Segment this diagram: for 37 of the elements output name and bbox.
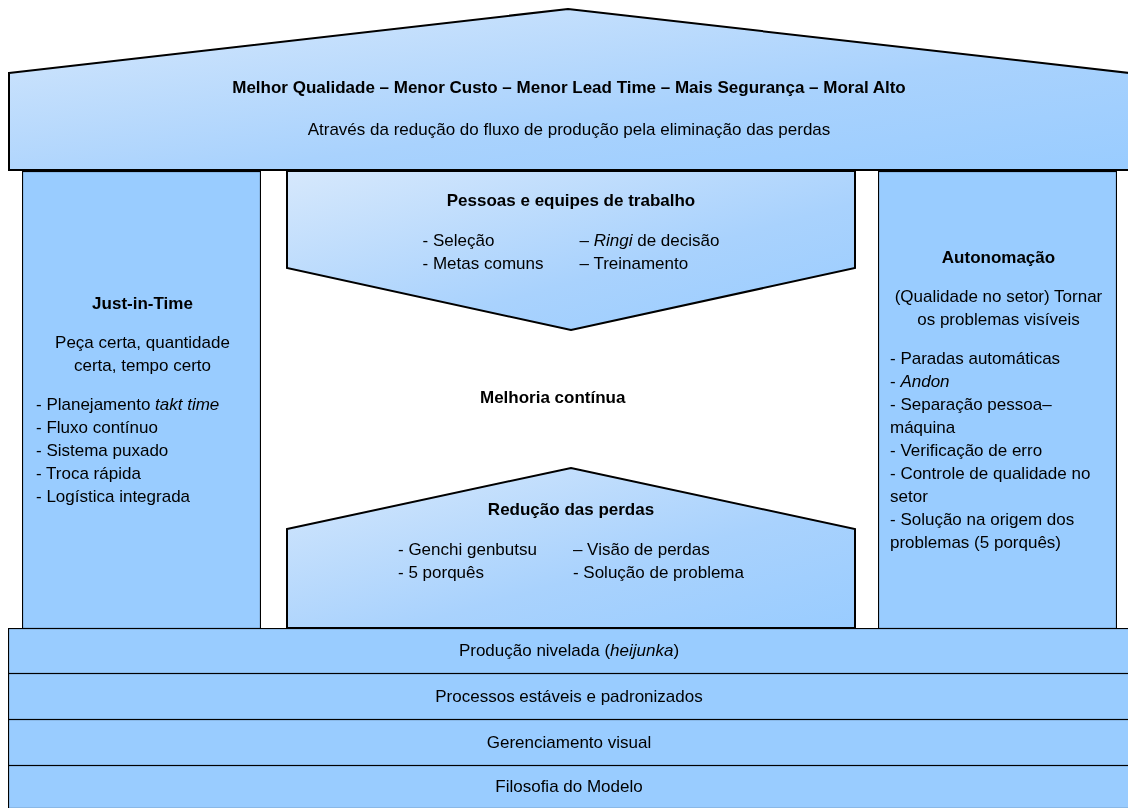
list-item: - Planejamento takt time xyxy=(35,394,220,416)
list-item: - Metas comuns xyxy=(422,254,544,273)
list-item: – Visão de perdas xyxy=(572,540,710,559)
list-item: - Andon xyxy=(889,371,950,393)
foundation-band xyxy=(8,765,1128,808)
list-item: - Controle de qualidade no setor xyxy=(889,463,1092,508)
band-label: Processos estáveis e padronizados xyxy=(435,686,703,707)
foundation-band xyxy=(8,719,1128,766)
list-item: - Fluxo contínuo xyxy=(35,417,158,439)
pentagon-shape xyxy=(286,467,856,629)
band-label: Produção nivelada (heijunka) xyxy=(458,641,680,661)
list-item: - Verificação de erro xyxy=(889,440,1043,462)
list-item: - Sistema puxado xyxy=(35,440,169,462)
list-item: - Seleção xyxy=(422,231,495,250)
pillar-subtitle: (Qualidade no setor) Tornar os problemas visíveis xyxy=(893,286,1104,331)
section-title: Pessoas e equipes de trabalho xyxy=(446,191,696,210)
center-label: Melhoria contínua xyxy=(480,388,626,408)
list-item: - Paradas automáticas xyxy=(889,348,1061,370)
list-item: - Separação pessoa–máquina xyxy=(889,394,1053,439)
list-item: - Solução de problema xyxy=(572,563,744,582)
list-item: - Genchi genbutsu xyxy=(398,540,537,559)
pillar-subtitle: Peça certa, quantidade certa, tempo certo xyxy=(54,332,231,377)
list-item: - Troca rápida xyxy=(35,463,141,485)
band-label: Gerenciamento visual xyxy=(486,732,652,753)
subtitle-text: Através da redução do fluxo de produção pela eliminação das perdas xyxy=(307,120,831,140)
list-item: - 5 porquês xyxy=(398,563,484,582)
foundation-band xyxy=(8,673,1128,720)
list-item: - Logística integrada xyxy=(35,486,191,508)
pillar-title: Just-in-Time xyxy=(92,293,193,315)
headline-text: Melhor Qualidade – Menor Custo – Menor Lead Time – Mais Segurança – Moral Alto xyxy=(232,78,906,98)
pillar-title: Autonomação xyxy=(941,247,1056,269)
band-label: Filosofia do Modelo xyxy=(495,777,643,797)
list-item: – Ringi de decisão xyxy=(579,231,720,250)
list-item: - Solução na origem dos problemas (5 porquês) xyxy=(889,509,1076,554)
list-item: – Treinamento xyxy=(579,254,689,273)
section-title: Redução das perdas xyxy=(487,500,655,519)
foundation-band xyxy=(8,628,1128,674)
